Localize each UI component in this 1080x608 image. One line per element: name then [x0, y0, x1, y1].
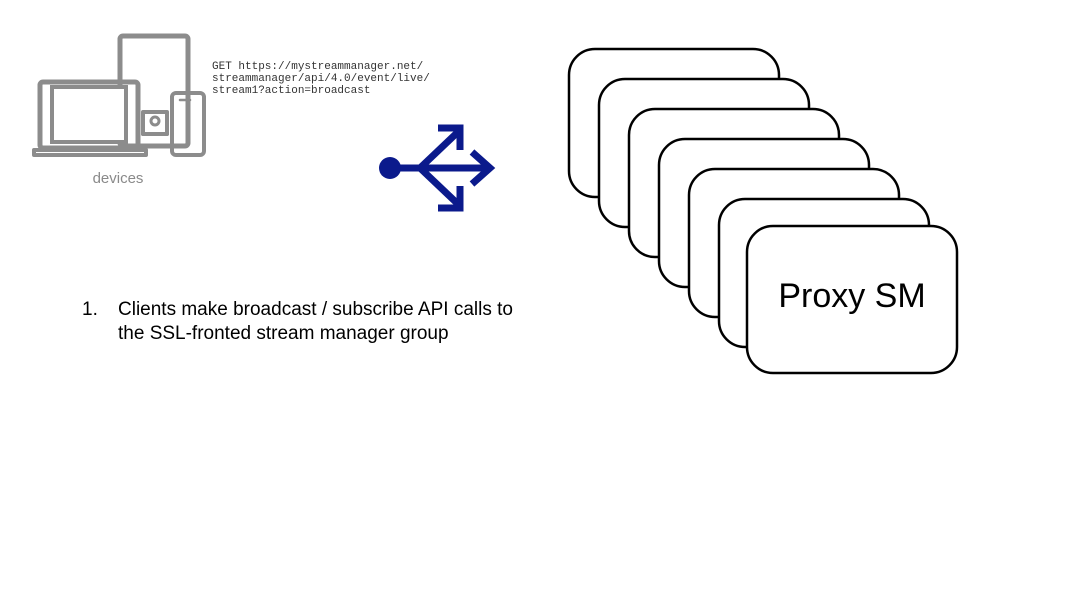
step-item: 1. Clients make broadcast / subscribe AP… — [82, 298, 522, 370]
step-number: 1. — [82, 299, 98, 320]
step-list: 1. Clients make broadcast / subscribe AP… — [82, 298, 522, 370]
proxy-sm-card — [745, 224, 959, 375]
step-text: Clients make broadcast / subscribe API c… — [118, 299, 513, 344]
api-request-line: GET https://mystreammanager.net/ — [212, 61, 424, 73]
fan-out-arrows-icon — [379, 124, 496, 212]
devices-icon — [32, 33, 206, 157]
api-request-line: stream1?action=broadcast — [212, 85, 371, 97]
api-request-line: streammanager/api/4.0/event/live/ — [212, 73, 430, 85]
proxy-sm-label: Proxy SM — [778, 277, 926, 315]
proxy-sm-stack — [567, 47, 959, 375]
devices-label: devices — [92, 170, 144, 187]
api-request-text: GET https://mystreammanager.net/ streamm… — [212, 61, 430, 97]
